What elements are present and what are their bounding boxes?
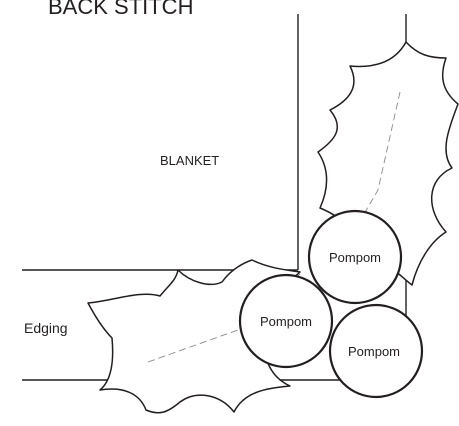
blanket-label: BLANKET xyxy=(160,153,219,168)
pompom-left: Pompom xyxy=(238,273,334,369)
back-stitch-heading: BACK STITCH xyxy=(48,0,193,19)
pompom-top-label: Pompom xyxy=(329,250,381,265)
edging-label: Edging xyxy=(24,320,68,336)
pompom-top: Pompom xyxy=(307,209,403,305)
pompom-left-label: Pompom xyxy=(260,314,312,329)
pompom-right: Pompom xyxy=(328,303,424,399)
pompom-right-label: Pompom xyxy=(348,344,400,359)
